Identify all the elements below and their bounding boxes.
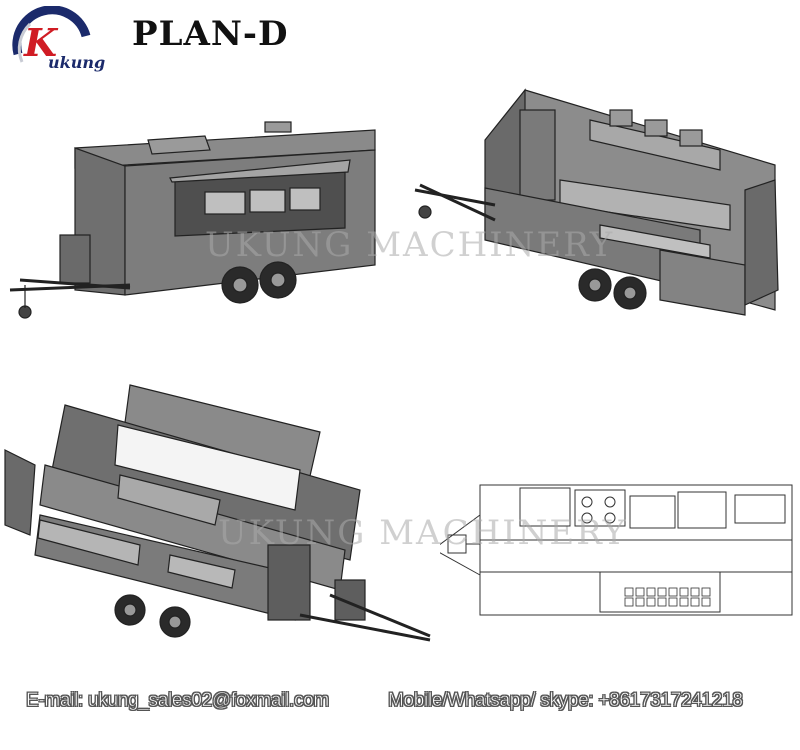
footer-email: E-mail: ukung_sales02@foxmail.com <box>26 690 330 712</box>
trailer-open-interior-icon <box>4 384 431 642</box>
logo-mark-icon: K ukung <box>12 5 105 72</box>
company-logo: K ukung <box>8 5 108 76</box>
drawing-exterior-view <box>0 80 400 340</box>
logo-text: ukung <box>48 53 105 72</box>
trailer-floor-plan-icon <box>434 484 793 616</box>
trailer-interior-cutaway-icon <box>414 88 779 316</box>
footer-mobile: Mobile/Whatsapp/ skype: +8617317241218 <box>388 690 744 712</box>
page-title: PLAN-D <box>132 14 289 54</box>
drawing-floor-plan <box>434 440 800 630</box>
drawing-open-interior <box>0 360 440 660</box>
drawing-interior-cutaway <box>400 80 800 340</box>
logo-letter: K <box>23 20 59 65</box>
trailer-exterior-icon <box>9 121 376 319</box>
